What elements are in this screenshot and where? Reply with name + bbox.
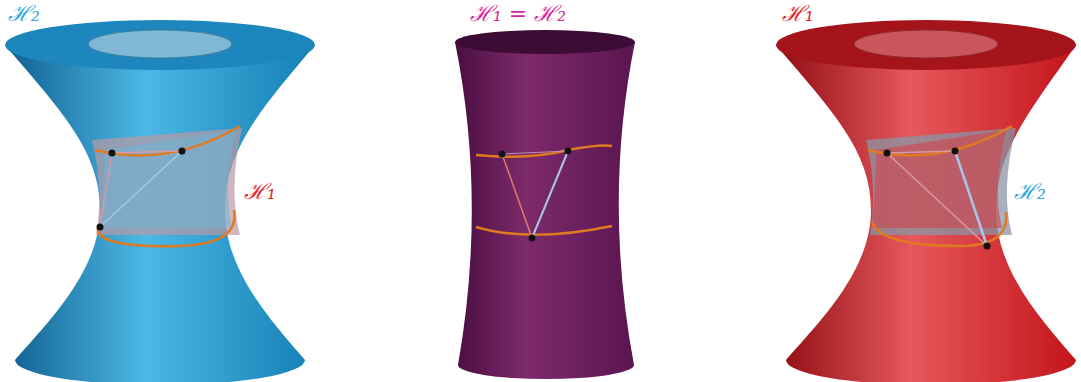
surface-label: ℋ₂ (8, 2, 40, 26)
surface-label: ℋ₁ (782, 2, 814, 26)
purple-hyperboloid (455, 30, 635, 379)
surface-label: ℋ₁ (244, 180, 276, 204)
red-hyperboloid (776, 20, 1076, 382)
surface-label: ℋ₂ (1014, 180, 1046, 204)
surface-label: ℋ₁ = ℋ₂ (470, 2, 566, 26)
blue-hyperboloid (5, 20, 315, 382)
